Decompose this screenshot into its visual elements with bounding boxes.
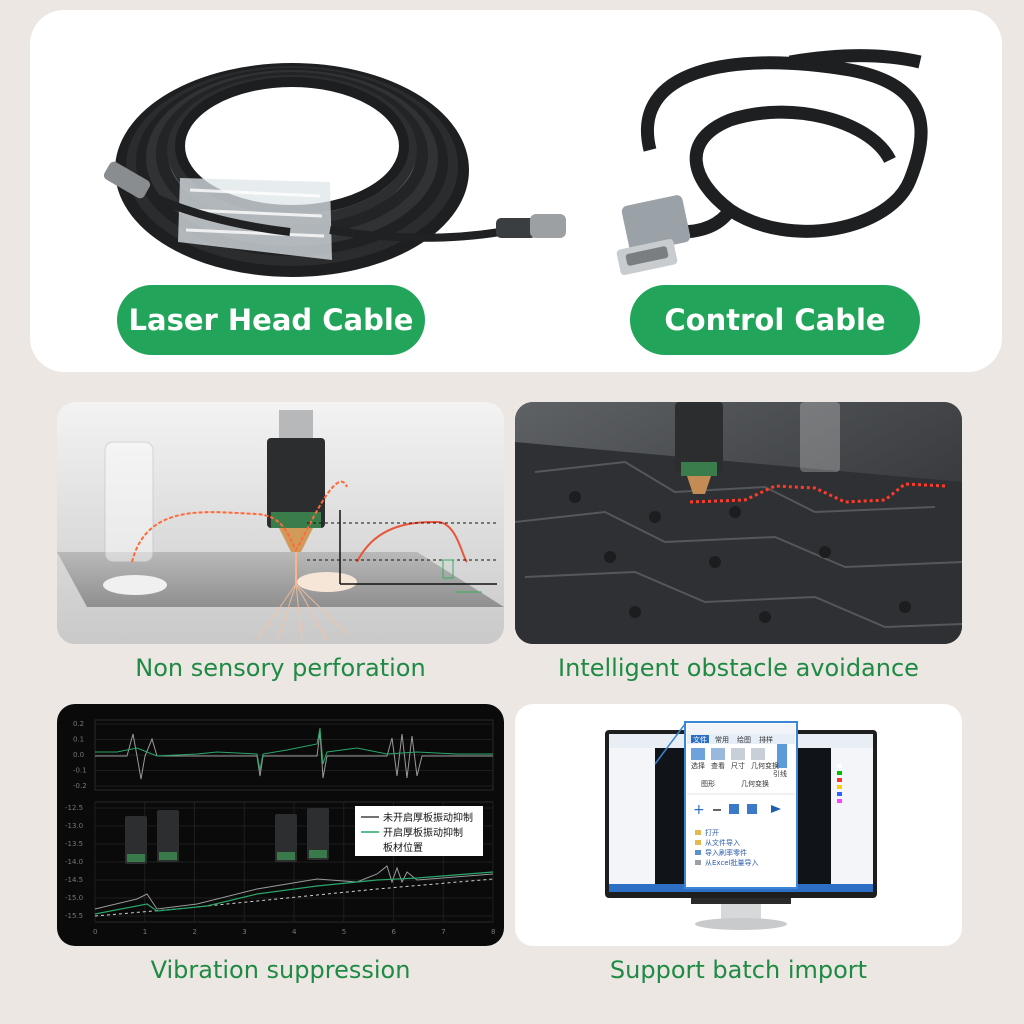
perforation-illustration bbox=[57, 402, 504, 644]
y-tick-label-bottom: -15.5 bbox=[65, 912, 83, 920]
ribbon-tab-common: 常用 bbox=[715, 735, 729, 744]
tool-size-label: 尺寸 bbox=[731, 761, 745, 770]
align-icon bbox=[729, 804, 739, 814]
y-tick-labels: 0.2 0.1 0.0 -0.1 -0.2 -12.5 -13.0 -13.5 -14.0 -14… bbox=[65, 720, 87, 920]
control-cable-image bbox=[616, 49, 928, 276]
ribbon-tab-file: 文件 bbox=[693, 735, 707, 744]
monitor-stand bbox=[695, 918, 787, 930]
transform-tool-icon bbox=[751, 748, 765, 760]
legend-label-off: 未开启厚板振动抑制 bbox=[383, 811, 473, 824]
ribbon-row-label-1: 几何变换 bbox=[741, 779, 769, 788]
file-import-icon bbox=[695, 840, 701, 845]
perforation-caption: Non sensory perforation bbox=[135, 654, 426, 682]
series-on-top bbox=[95, 727, 493, 771]
x-tick-label: 2 bbox=[193, 928, 197, 936]
cable-product-card: Laser Head Cable Control Cable bbox=[30, 10, 1002, 372]
part-import-icon bbox=[695, 850, 701, 855]
y-tick-label-top: -0.1 bbox=[73, 767, 87, 775]
tool-select-label: 选择 bbox=[691, 761, 705, 770]
tool-view-label: 查看 bbox=[711, 761, 725, 770]
y-tick-label-bottom: -13.0 bbox=[65, 822, 83, 830]
series-on-bottom bbox=[94, 871, 494, 915]
cutting-head-thumbnails bbox=[125, 808, 329, 864]
x-tick-label: 8 bbox=[491, 928, 495, 936]
tool-transform-label: 几何变换 bbox=[751, 761, 779, 770]
ribbon-tab-draw: 绘图 bbox=[737, 735, 751, 744]
menu-import-parts: 导入刷率零件 bbox=[705, 848, 747, 857]
x-tick-label: 1 bbox=[143, 928, 147, 936]
x-tick-label: 5 bbox=[342, 928, 346, 936]
chart-legend: 未开启厚板振动抑制 开启厚板振动抑制 板材位置 bbox=[355, 806, 483, 856]
laser-head-cable-label: Laser Head Cable bbox=[117, 285, 425, 355]
obstacle-avoidance-image bbox=[515, 402, 962, 644]
series-off-top bbox=[95, 731, 493, 780]
vibration-chart-image: 0.2 0.1 0.0 -0.1 -0.2 -12.5 -13.0 -13.5 -14.0 -14… bbox=[57, 704, 504, 946]
distribute-icon bbox=[747, 804, 757, 814]
x-tick-label: 7 bbox=[441, 928, 445, 936]
series-off-bottom bbox=[94, 865, 494, 910]
tool-lead-label: 引线 bbox=[773, 769, 787, 778]
legend-label-plate: 板材位置 bbox=[383, 841, 423, 854]
obstacle-avoidance-caption: Intelligent obstacle avoidance bbox=[558, 654, 919, 682]
x-tick-label: 4 bbox=[292, 928, 297, 936]
menu-open: 打开 bbox=[705, 828, 719, 837]
x-tick-label: 6 bbox=[392, 928, 397, 936]
control-cable-label: Control Cable bbox=[630, 285, 920, 355]
y-tick-label-top: 0.0 bbox=[73, 751, 84, 759]
legend-label-on: 开启厚板振动抑制 bbox=[383, 826, 463, 839]
laser-head-cable-image bbox=[103, 63, 566, 277]
y-tick-label-top: 0.1 bbox=[73, 736, 84, 744]
y-tick-label-bottom: -14.5 bbox=[65, 876, 83, 884]
ribbon-row-label-0: 图形 bbox=[701, 780, 715, 788]
monitor-illustration: 文件 常用 绘图 排样 选择 查看 尺寸 几何变换 引线 图形 几何变换 + bbox=[605, 721, 877, 930]
y-tick-label-bottom: -13.5 bbox=[65, 840, 83, 848]
y-tick-label-bottom: -15.0 bbox=[65, 894, 83, 902]
select-tool-icon bbox=[691, 748, 705, 760]
series-plate-position bbox=[94, 878, 494, 917]
add-icon: + bbox=[693, 802, 705, 818]
x-tick-label: 0 bbox=[93, 928, 97, 936]
excel-import-icon bbox=[695, 860, 701, 865]
menu-excel-batch-import: 从Excel批量导入 bbox=[705, 858, 759, 867]
open-folder-icon bbox=[695, 830, 701, 835]
size-tool-icon bbox=[731, 748, 745, 760]
y-tick-label-bottom: -12.5 bbox=[65, 804, 83, 812]
color-layer-swatches bbox=[837, 764, 842, 803]
perforation-image bbox=[57, 402, 504, 644]
y-tick-label-bottom: -14.0 bbox=[65, 858, 83, 866]
y-tick-label-top: 0.2 bbox=[73, 720, 84, 728]
batch-import-caption: Support batch import bbox=[609, 956, 868, 984]
x-tick-label: 3 bbox=[242, 928, 246, 936]
batch-import-image: 文件 常用 绘图 排样 选择 查看 尺寸 几何变换 引线 图形 几何变换 + bbox=[515, 704, 962, 946]
menu-import-file: 从文件导入 bbox=[705, 838, 740, 847]
ribbon-tab-nest: 排样 bbox=[759, 735, 773, 744]
software-ribbon-popup: 文件 常用 绘图 排样 选择 查看 尺寸 几何变换 引线 图形 几何变换 + bbox=[654, 721, 798, 889]
lead-tool-icon bbox=[777, 744, 787, 768]
vibration-caption: Vibration suppression bbox=[150, 956, 411, 984]
obstacle-avoidance-illustration bbox=[515, 402, 962, 644]
vibration-chart: 0.2 0.1 0.0 -0.1 -0.2 -12.5 -13.0 -13.5 -14.0 -14… bbox=[65, 719, 495, 936]
view-tool-icon bbox=[711, 748, 725, 760]
arrow-right-icon bbox=[771, 805, 781, 813]
x-tick-labels: 0 1 2 3 4 5 6 7 8 bbox=[93, 928, 495, 936]
cable-illustration bbox=[103, 49, 928, 277]
y-tick-label-top: -0.2 bbox=[73, 782, 87, 790]
